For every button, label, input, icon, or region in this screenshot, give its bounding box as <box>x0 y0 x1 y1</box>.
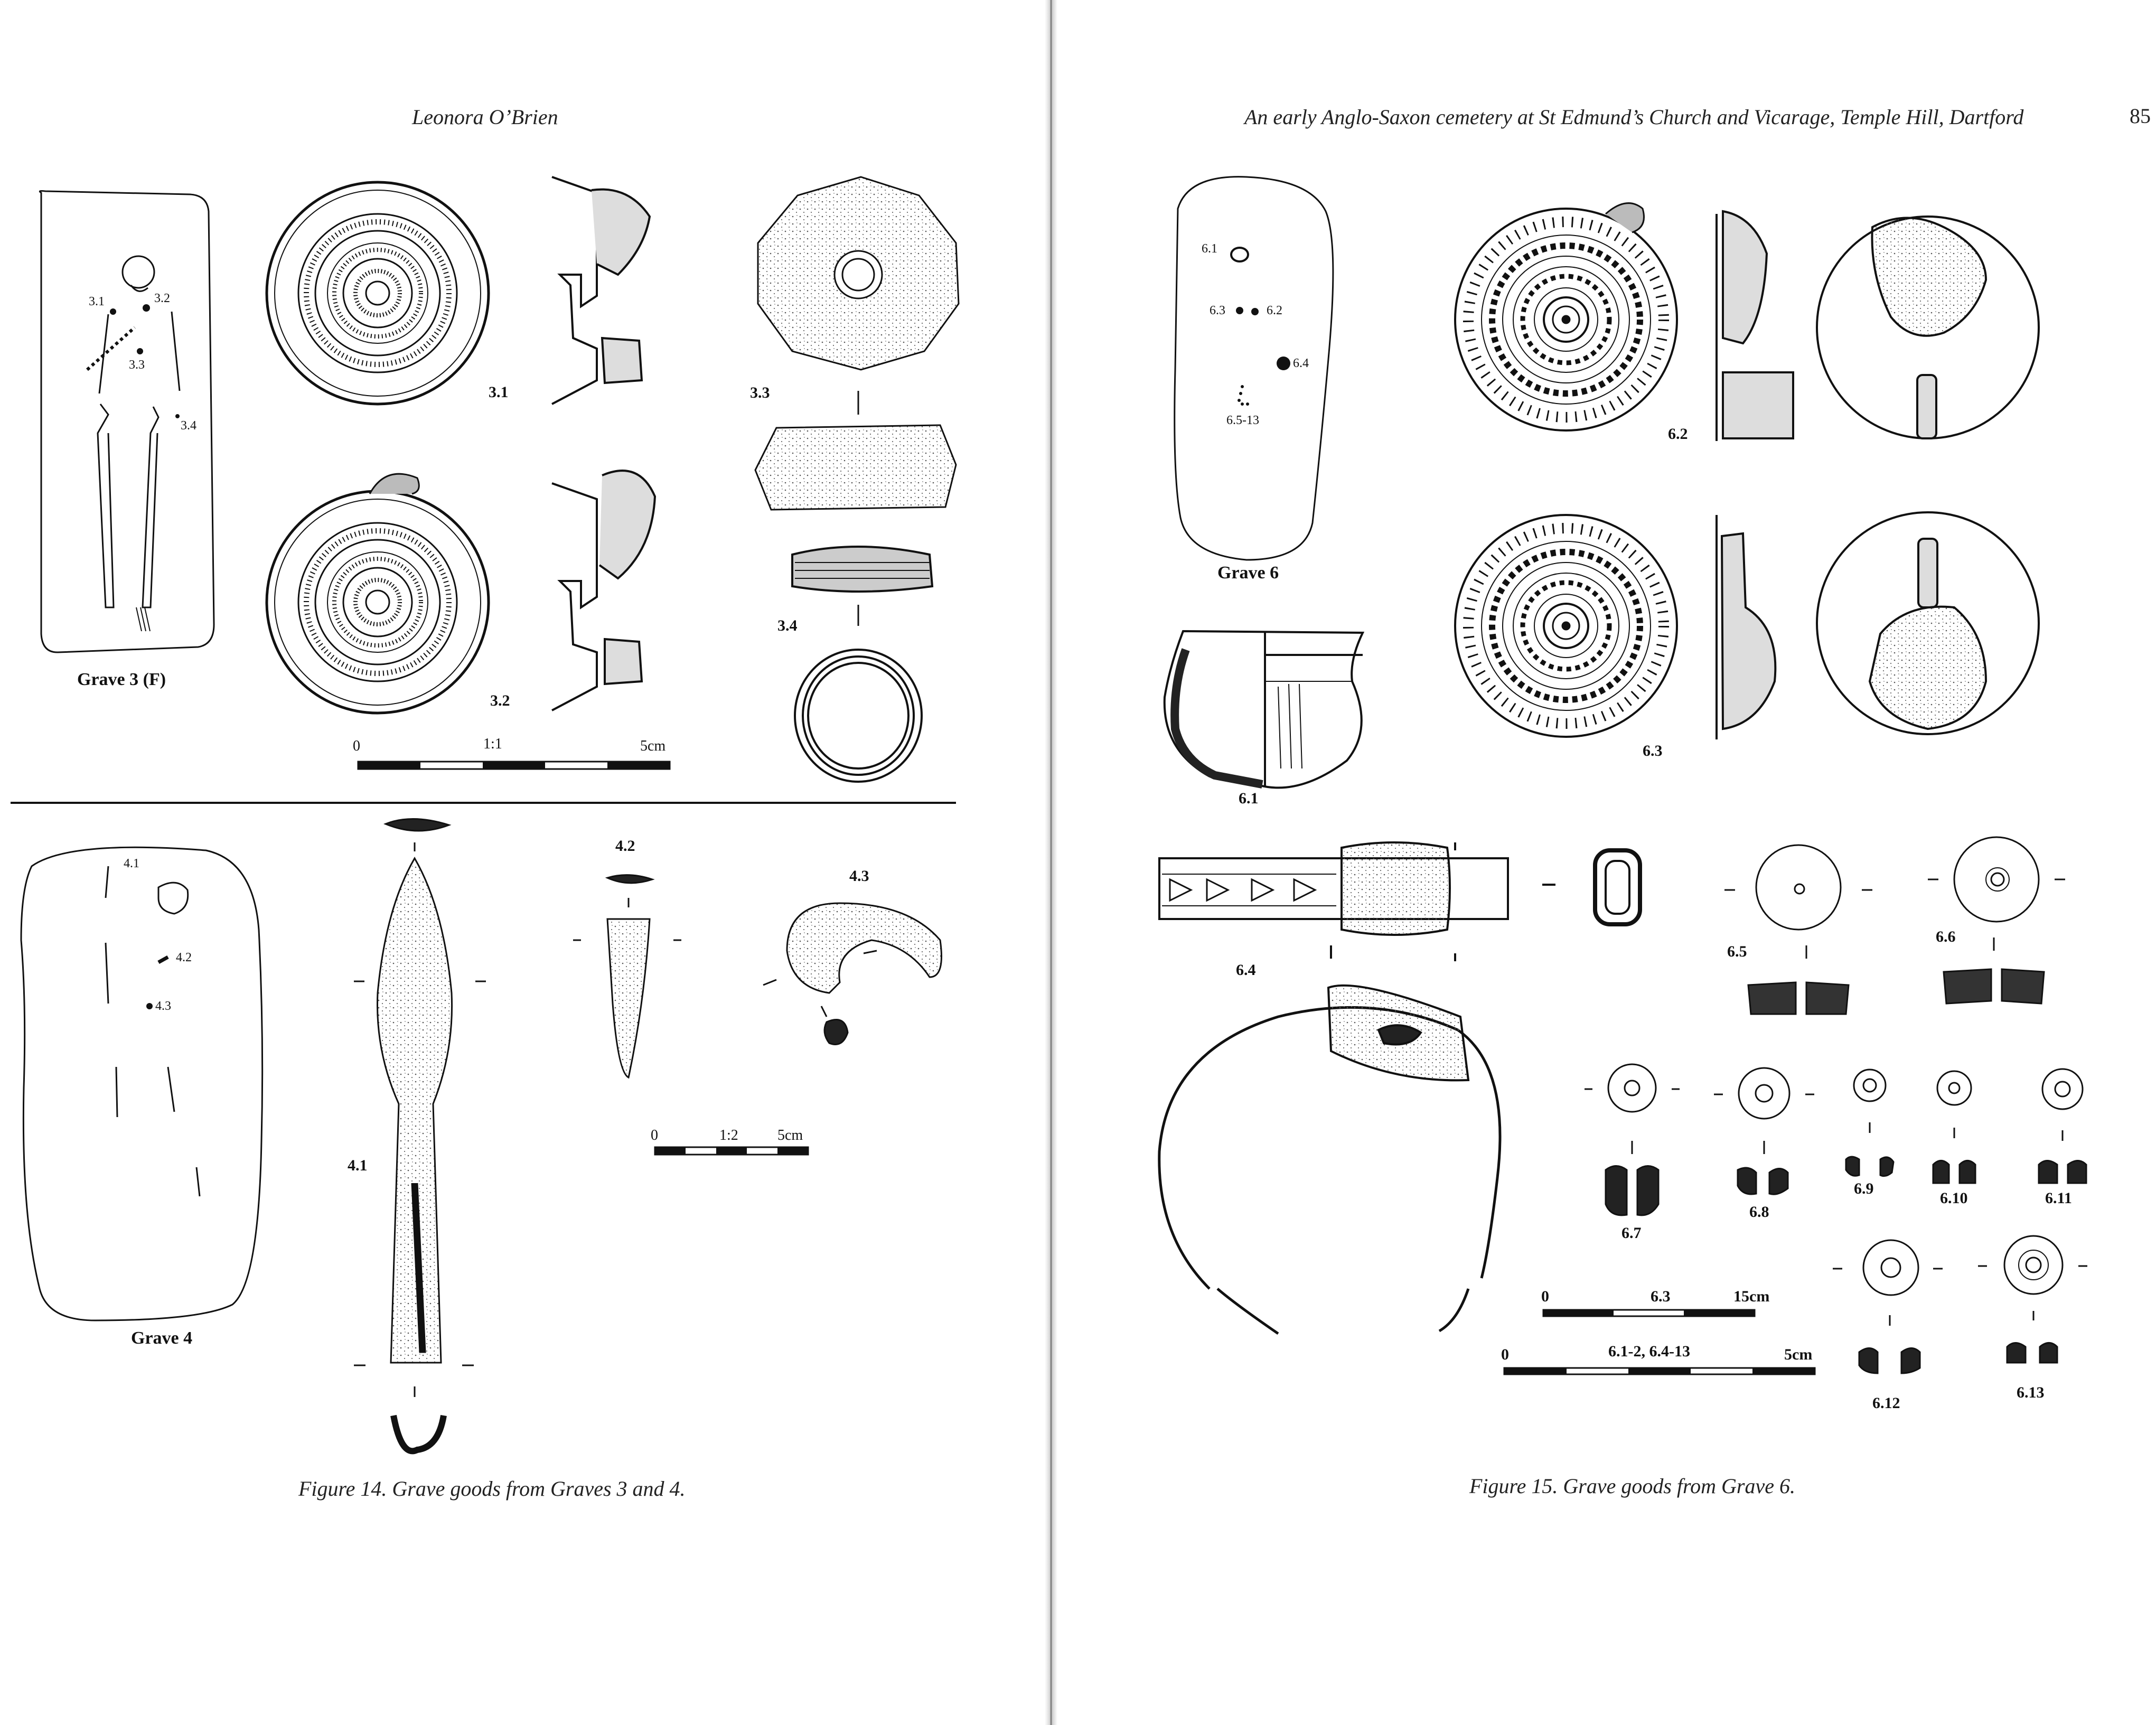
buckle-6-4 <box>1158 841 1642 1335</box>
item-label-6-12: 6.12 <box>1872 1394 1900 1412</box>
plan-label-6-5-13: 6.5-13 <box>1226 414 1259 427</box>
item-label-6-2: 6.2 <box>1668 425 1688 443</box>
grave-6-plan <box>1174 176 1334 561</box>
item-label-4-2: 4.2 <box>615 837 635 855</box>
plan-label-6-1: 6.1 <box>1202 242 1217 256</box>
scale-top-start: 0 <box>353 738 360 754</box>
brooch-6-3 <box>1454 514 1678 738</box>
knife-4-2 <box>573 874 681 1079</box>
item-label-6-8: 6.8 <box>1749 1203 1769 1221</box>
ring-3-4 <box>791 546 934 783</box>
figure-14-caption: Figure 14. Grave goods from Graves 3 and… <box>298 1477 686 1501</box>
bead-cluster-plan <box>1238 385 1249 406</box>
grave-4-label: Grave 4 <box>131 1328 193 1348</box>
item-label-6-10: 6.10 <box>1940 1189 1968 1207</box>
brooch-profiles <box>551 176 657 711</box>
scale-bar-6-3 <box>1542 1309 1756 1317</box>
item-label-6-9: 6.9 <box>1854 1180 1874 1197</box>
item-label-6-7: 6.7 <box>1621 1224 1642 1242</box>
plan-label-3-4: 3.4 <box>181 419 196 433</box>
plan-label-3-3: 3.3 <box>129 358 145 372</box>
plan-label-3-1: 3.1 <box>89 295 105 308</box>
scale-6-3-label: 6.3 <box>1651 1288 1671 1305</box>
item-label-6-4: 6.4 <box>1236 961 1256 979</box>
scale-6-all-start: 0 <box>1501 1346 1509 1363</box>
grave-4-plan <box>20 846 264 1321</box>
running-header-title: An early Anglo-Saxon cemetery at St Edmu… <box>1244 105 2024 129</box>
item-label-6-6: 6.6 <box>1936 928 1956 945</box>
brooch-6-backs <box>1816 215 2040 735</box>
brooch-3-2 <box>265 473 490 715</box>
book-gutter <box>1045 0 1057 1725</box>
plan-label-3-2: 3.2 <box>154 292 170 305</box>
ring-4-3 <box>763 902 942 1045</box>
item-label-6-13: 6.13 <box>2017 1384 2045 1401</box>
pot-6-1 <box>1163 630 1365 789</box>
plan-label-4-3: 4.3 <box>155 999 171 1013</box>
item-label-6-5: 6.5 <box>1727 943 1747 960</box>
bead-3-3 <box>754 176 960 626</box>
scale-6-all-end: 5cm <box>1784 1346 1813 1363</box>
item-label-3-2: 3.2 <box>490 692 510 709</box>
item-label-4-3: 4.3 <box>849 867 869 885</box>
scale-bar-6-all <box>1503 1367 1816 1375</box>
scale-bottom-start: 0 <box>651 1127 658 1143</box>
running-header-author: Leonora O’Brien <box>412 105 558 129</box>
scale-bottom-ratio: 1:2 <box>719 1127 738 1143</box>
brooch-6-profiles <box>1716 210 1794 739</box>
item-label-6-3: 6.3 <box>1643 742 1663 760</box>
page-number: 85 <box>2130 104 2151 128</box>
figure-15-caption: Figure 15. Grave goods from Grave 6. <box>1469 1474 1795 1498</box>
scale-6-all-label: 6.1-2, 6.4-13 <box>1608 1343 1690 1360</box>
plan-label-6-3: 6.3 <box>1210 304 1225 317</box>
scale-6-3-start: 0 <box>1541 1288 1549 1305</box>
item-label-6-11: 6.11 <box>2045 1189 2072 1207</box>
scale-6-3-end: 15cm <box>1733 1288 1770 1305</box>
scale-top-end: 5cm <box>640 738 666 754</box>
brooch-6-2 <box>1454 202 1678 432</box>
item-label-6-1: 6.1 <box>1239 790 1259 807</box>
grave-3-plan <box>39 190 215 653</box>
plan-label-4-1: 4.1 <box>124 857 139 870</box>
scale-bar-bottom <box>654 1146 809 1156</box>
grave-3-label: Grave 3 (F) <box>77 670 166 689</box>
plan-label-4-2: 4.2 <box>176 951 192 964</box>
scale-bottom-end: 5cm <box>777 1127 803 1143</box>
scale-top-ratio: 1:1 <box>483 736 502 752</box>
item-label-4-1: 4.1 <box>348 1157 368 1174</box>
item-label-3-3: 3.3 <box>750 384 770 401</box>
scale-bar-top <box>357 761 671 770</box>
grave-6-label: Grave 6 <box>1217 563 1279 583</box>
brooch-3-1 <box>265 181 490 406</box>
item-label-3-4: 3.4 <box>777 617 798 634</box>
spearhead-4-1 <box>354 818 486 1455</box>
item-label-3-1: 3.1 <box>489 383 509 401</box>
plan-label-6-2: 6.2 <box>1267 304 1282 317</box>
plan-label-6-4: 6.4 <box>1293 357 1309 370</box>
beads-6-5-to-6-13 <box>1585 836 2087 1374</box>
